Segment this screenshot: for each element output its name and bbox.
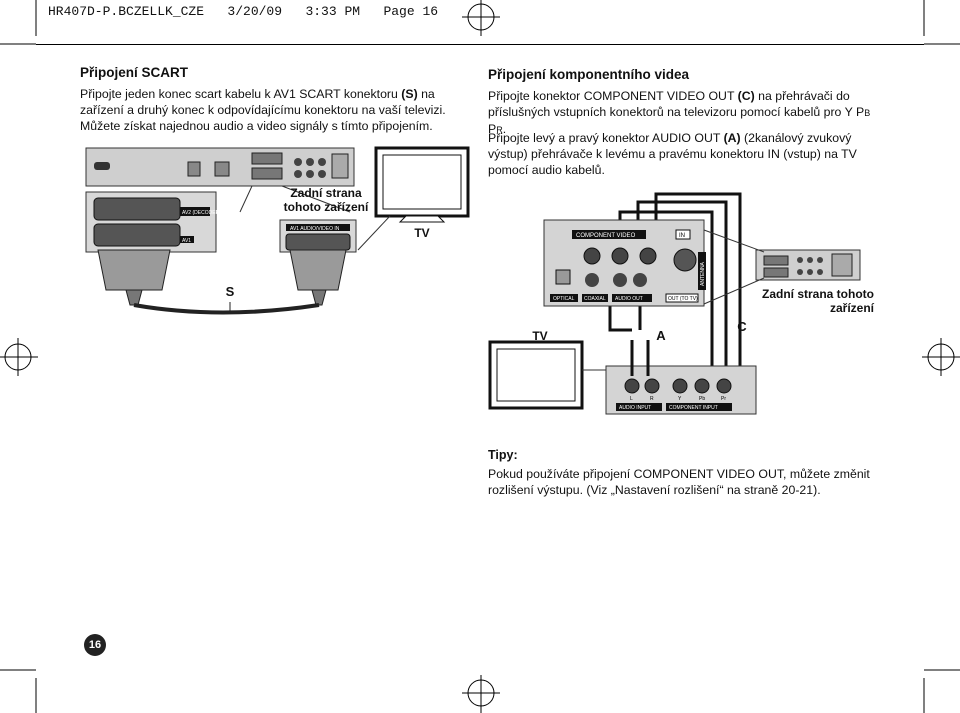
svg-text:IN: IN: [679, 233, 685, 239]
scart-heading: Připojení SCART: [80, 65, 189, 80]
component-rear-label: Zadní strana tohoto zařízení: [762, 287, 874, 315]
tv-illustration: [357, 146, 470, 251]
component-paragraph-2: Připojte levý a pravý konektor AUDIO OUT…: [488, 131, 857, 177]
svg-text:Y: Y: [678, 396, 682, 402]
svg-text:OPTICAL: OPTICAL: [553, 296, 575, 302]
print-header: HR407D-P.BCZELLK_CZE 3/20/09 3:33 PM Pag…: [48, 4, 439, 19]
svg-text:Pb: Pb: [699, 396, 705, 402]
component-paragraph-1: Připojte konektor COMPONENT VIDEO OUT (C…: [488, 89, 871, 136]
component-cable-a-label: A: [656, 328, 666, 343]
svg-text:AUDIO OUT: AUDIO OUT: [615, 296, 643, 302]
svg-text:AV1 AUDIO/VIDEO IN: AV1 AUDIO/VIDEO IN: [290, 226, 340, 232]
svg-text:Pr: Pr: [721, 396, 726, 402]
svg-text:OUT (TO TV): OUT (TO TV): [668, 296, 698, 302]
tv-illustration-right: [488, 340, 610, 410]
unit-rear-panel: [85, 147, 355, 187]
scart-diagram: AV2 (DECODER) AV1 AV1 AUDIO/VIDEO IN: [85, 146, 470, 315]
scart-paragraph: Připojte jeden konec scart kabelu k AV1 …: [80, 87, 446, 133]
scart-cable: [97, 249, 347, 315]
svg-text:ANTENNA: ANTENNA: [700, 261, 706, 286]
unit-rear-panel-small: [703, 229, 861, 305]
svg-text:R: R: [650, 396, 654, 402]
svg-text:AV2 (DECODER): AV2 (DECODER): [182, 210, 221, 216]
svg-text:COMPONENT INPUT: COMPONENT INPUT: [669, 405, 718, 411]
scart-panel-zoom: AV2 (DECODER) AV1: [85, 191, 221, 253]
scart-cable-label: S: [225, 284, 235, 299]
scart-rear-label: Zadní strana tohoto zařízení: [283, 186, 369, 214]
component-tv-label: TV: [532, 329, 548, 343]
scart-socket-zoom: AV1 AUDIO/VIDEO IN: [279, 219, 357, 253]
player-panel-zoom: COMPONENT VIDEO IN OPTICAL COAXIAL AUDIO…: [543, 219, 706, 307]
svg-text:L: L: [630, 396, 633, 402]
component-video-tag: COMPONENT VIDEO: [576, 233, 636, 239]
svg-text:AV1: AV1: [182, 238, 191, 244]
page-number: 16: [84, 634, 106, 656]
svg-text:AUDIO INPUT: AUDIO INPUT: [619, 405, 651, 411]
scart-tv-label: TV: [414, 226, 430, 240]
header-rule: [36, 44, 924, 45]
component-heading: Připojení komponentního videa: [488, 67, 690, 82]
component-cable-c-label: C: [737, 319, 747, 334]
component-diagram: COMPONENT VIDEO IN OPTICAL COAXIAL AUDIO…: [488, 192, 861, 415]
tips-text: Pokud používáte připojení COMPONENT VIDE…: [488, 467, 870, 497]
tips-title: Tipy:: [488, 448, 518, 462]
tv-input-panel: L R Y Pb Pr AUDIO INPUT COMPONENT INPUT: [605, 340, 757, 415]
svg-text:COAXIAL: COAXIAL: [584, 296, 606, 302]
